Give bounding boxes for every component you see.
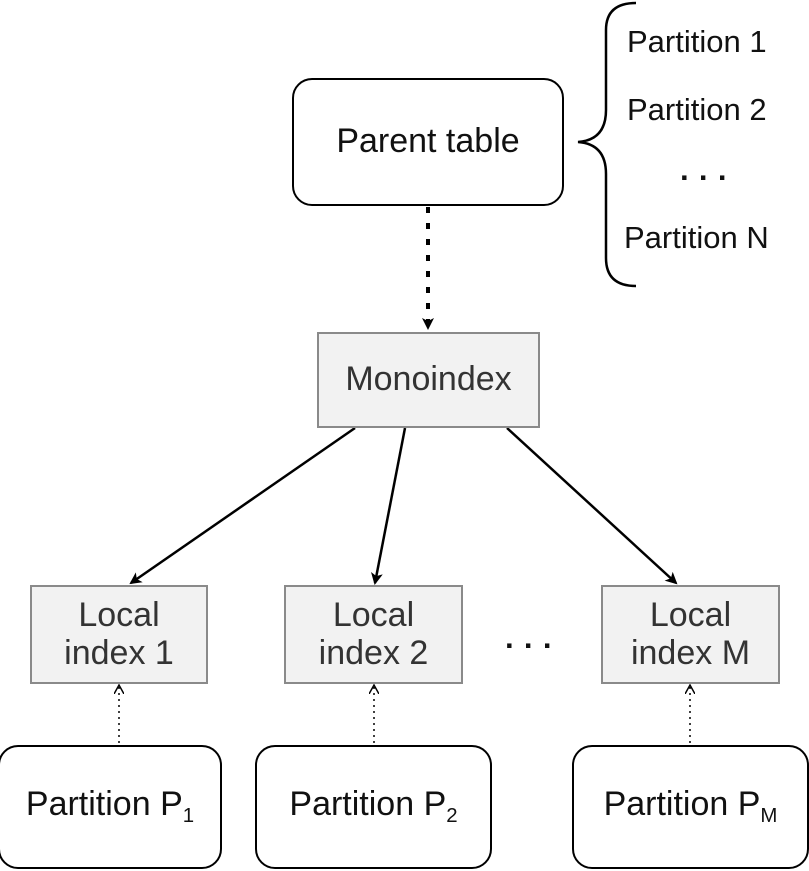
monoindex-label: Monoindex <box>345 360 512 399</box>
partition-pm-node: Partition PM <box>572 745 809 869</box>
local-index-m-node: Local index M <box>601 585 780 684</box>
local-index-1-node: Local index 1 <box>30 585 208 684</box>
partition-list-item-1: Partition 1 <box>627 24 767 59</box>
parent-table-label: Parent table <box>336 122 520 161</box>
monoindex-to-local2-arrow <box>371 427 407 585</box>
local-index-2-line1: Local <box>332 596 415 635</box>
local-index-ellipsis: · · · <box>505 628 554 663</box>
partition-brace <box>577 1 637 288</box>
partition-p2-node: Partition P2 <box>255 745 492 869</box>
partition-p1-node: Partition P1 <box>0 745 222 869</box>
local-index-m-line2: index M <box>630 633 751 672</box>
partition-list-item-2: Partition 2 <box>627 92 767 127</box>
partition-list-ellipsis: · · · <box>680 160 729 195</box>
partition-p2-label: Partition P2 <box>289 785 458 828</box>
partition-p1-label: Partition P1 <box>25 785 195 828</box>
local-index-1-line2: index 1 <box>64 633 174 672</box>
local-index-2-node: Local index 2 <box>284 585 463 684</box>
monoindex-node: Monoindex <box>317 332 540 428</box>
monoindex-to-local1-arrow <box>129 426 356 585</box>
local-index-2-line2: index 2 <box>318 633 429 672</box>
local-index-1-line1: Local <box>78 596 160 635</box>
partition-list-item-n: Partition N <box>624 220 769 255</box>
monoindex-to-localM-arrow <box>506 427 678 585</box>
parent-table-node: Parent table <box>292 78 564 206</box>
local-index-m-line1: Local <box>649 596 732 635</box>
partition-pm-label: Partition PM <box>603 785 778 828</box>
